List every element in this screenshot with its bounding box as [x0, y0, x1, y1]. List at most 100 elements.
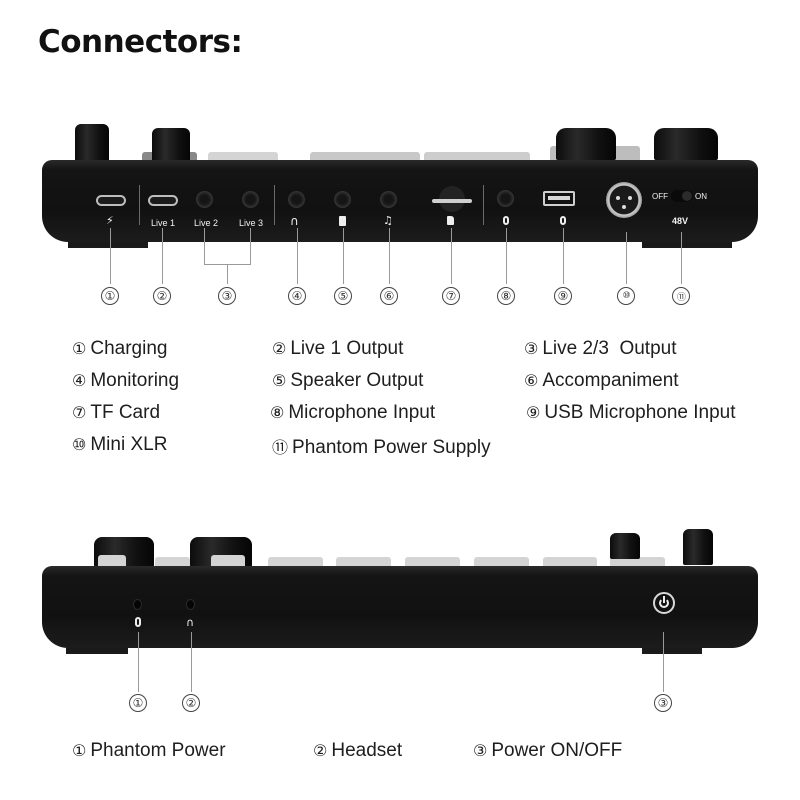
- live1-label: Live 1: [151, 218, 176, 228]
- callout-3: ③: [218, 287, 236, 305]
- leader-line: [663, 632, 664, 692]
- leader-line: [191, 632, 192, 692]
- speaker-icon: [339, 216, 346, 226]
- 48v-label: 48V: [672, 216, 689, 226]
- usb-a-mic-port[interactable]: [543, 191, 575, 206]
- leader-line: [162, 228, 163, 284]
- leader-line: [110, 228, 111, 284]
- power-icon-bar: [663, 596, 665, 603]
- device-foot: [642, 648, 702, 654]
- music-note-icon: ♫: [383, 214, 393, 227]
- power-icon: [659, 598, 669, 608]
- microphone-icon: [503, 216, 509, 225]
- microphone-icon: [135, 617, 141, 627]
- pad-cap: [610, 557, 665, 567]
- callout-6: ⑥: [380, 287, 398, 305]
- front-callout-3: ③: [654, 694, 672, 712]
- live2-label: Live 2: [194, 218, 219, 228]
- divider: [483, 185, 484, 225]
- device-body-front: [42, 566, 758, 648]
- mini-xlr-port[interactable]: [606, 182, 642, 218]
- mic-input-jack[interactable]: [497, 190, 514, 207]
- leader-line: [343, 228, 344, 284]
- leader-line: [204, 228, 205, 264]
- leader-line: [451, 228, 452, 284]
- power-button[interactable]: [653, 592, 675, 614]
- knob-front-4: [683, 529, 713, 565]
- device-foot: [66, 648, 128, 654]
- switch-off-label: OFF: [652, 192, 668, 201]
- sd-card-icon: [447, 216, 454, 225]
- front-callout-1: ①: [129, 694, 147, 712]
- callout-2: ②: [153, 287, 171, 305]
- phantom-mic-jack[interactable]: [133, 599, 142, 610]
- live3-label: Live 3: [239, 218, 264, 228]
- slider-cap: [98, 555, 126, 567]
- callout-11: ⑪: [672, 287, 690, 305]
- live2-jack[interactable]: [196, 191, 213, 208]
- accompaniment-jack[interactable]: [380, 191, 397, 208]
- pad-cap: [543, 557, 597, 567]
- divider: [274, 185, 275, 225]
- usb-microphone-icon: [560, 216, 566, 225]
- pad-cap: [474, 557, 529, 567]
- front-callout-2: ②: [182, 694, 200, 712]
- callout-5: ⑤: [334, 287, 352, 305]
- knob-front-3: [610, 533, 640, 559]
- device-foot: [68, 242, 148, 248]
- usb-c-live1-port[interactable]: [148, 195, 178, 206]
- headset-icon: ∩: [186, 616, 195, 629]
- callout-7: ⑦: [442, 287, 460, 305]
- leader-line: [389, 228, 390, 284]
- knob-right-1: [556, 128, 616, 160]
- callout-8: ⑧: [497, 287, 515, 305]
- leader-line: [250, 228, 251, 264]
- pad-cap: [268, 557, 323, 567]
- pad-cap: [405, 557, 460, 567]
- pad-cap: [336, 557, 391, 567]
- slider-cap: [155, 557, 190, 567]
- knob-left-2: [152, 128, 190, 162]
- leader-line: [138, 632, 139, 692]
- leader-line: [506, 228, 507, 284]
- headset-jack[interactable]: [186, 599, 195, 610]
- usb-c-charging-port[interactable]: [96, 195, 126, 206]
- slider-cap: [211, 555, 245, 567]
- tf-card-slot[interactable]: [432, 199, 472, 203]
- page-title: Connectors:: [38, 24, 243, 60]
- switch-on-label: ON: [695, 192, 707, 201]
- leader-line: [297, 228, 298, 284]
- headphones-icon: ∩: [290, 214, 299, 228]
- leader-line: [563, 228, 564, 284]
- speaker-jack[interactable]: [334, 191, 351, 208]
- knob-right-2: [654, 128, 718, 160]
- device-foot: [642, 242, 732, 248]
- callout-9: ⑨: [554, 287, 572, 305]
- lightning-icon: ⚡: [106, 214, 114, 227]
- leader-line: [681, 232, 682, 284]
- divider: [139, 185, 140, 225]
- monitoring-jack[interactable]: [288, 191, 305, 208]
- knob-left-1: [75, 124, 109, 162]
- callout-10: ⑩: [617, 287, 635, 305]
- callout-1: ①: [101, 287, 119, 305]
- phantom-power-switch[interactable]: [671, 190, 693, 202]
- leader-line: [227, 264, 228, 284]
- callout-4: ④: [288, 287, 306, 305]
- leader-line: [626, 232, 627, 284]
- live3-jack[interactable]: [242, 191, 259, 208]
